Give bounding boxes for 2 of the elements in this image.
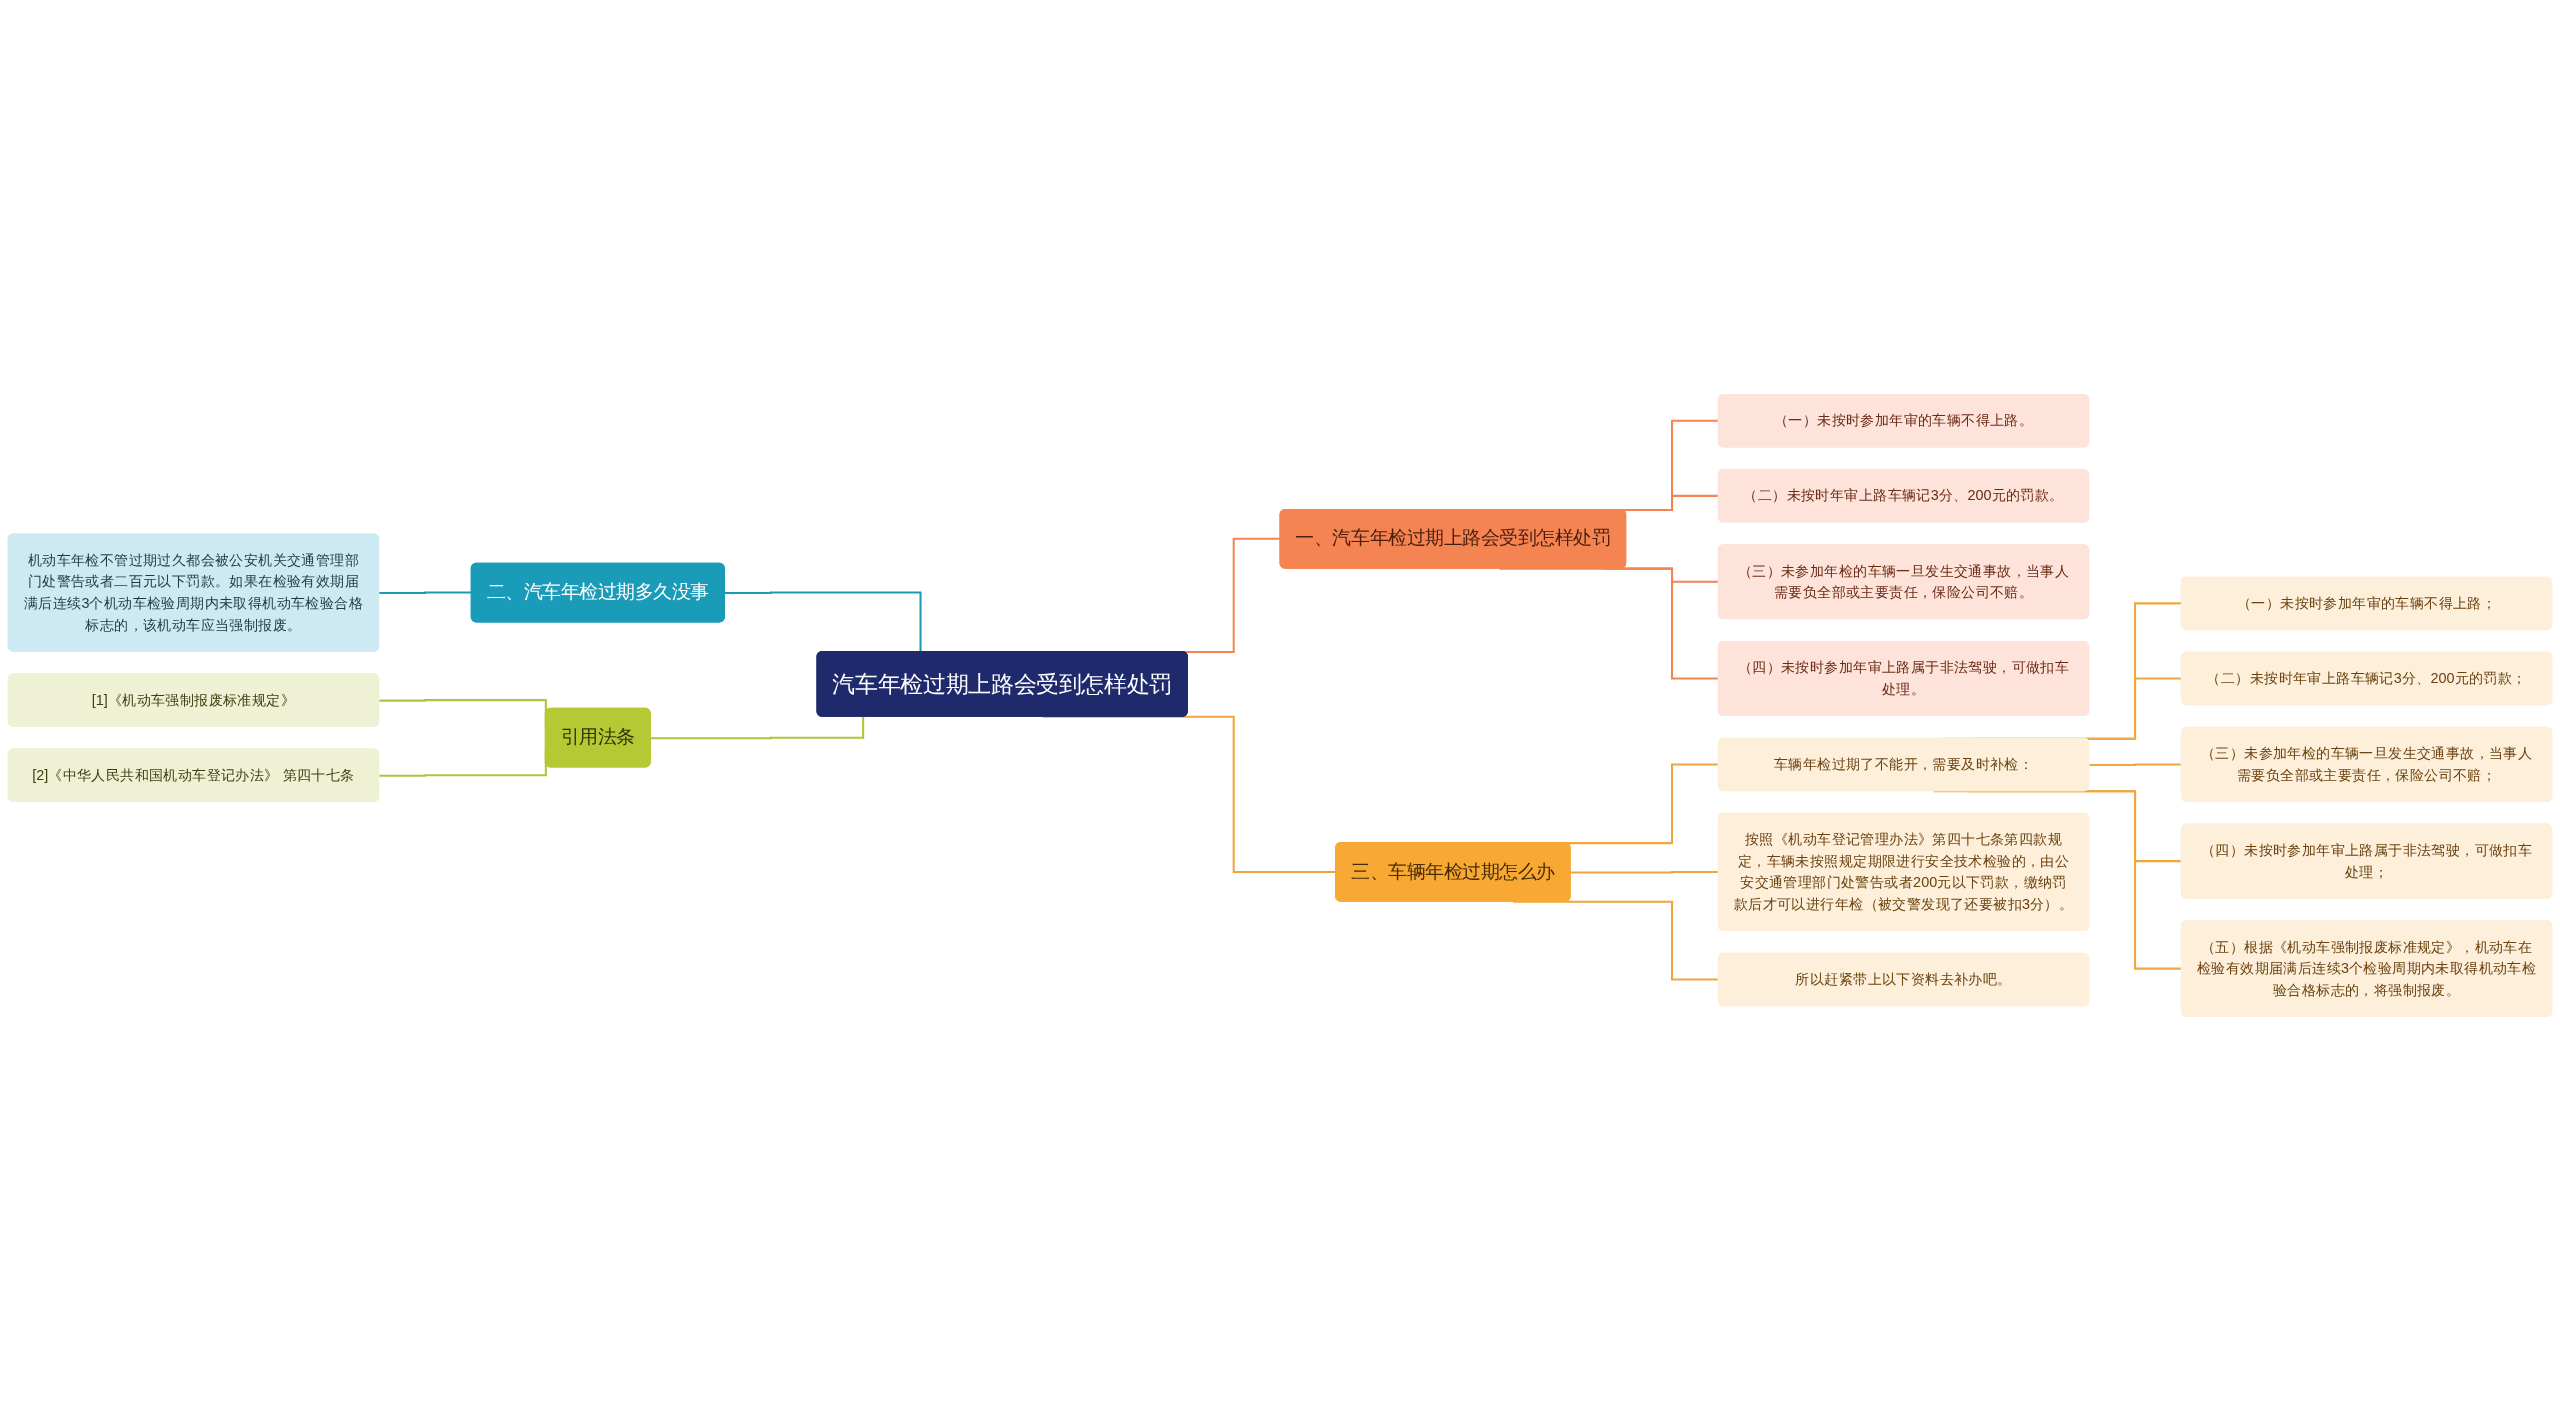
connector: [650, 716, 865, 740]
connector: [724, 591, 922, 652]
